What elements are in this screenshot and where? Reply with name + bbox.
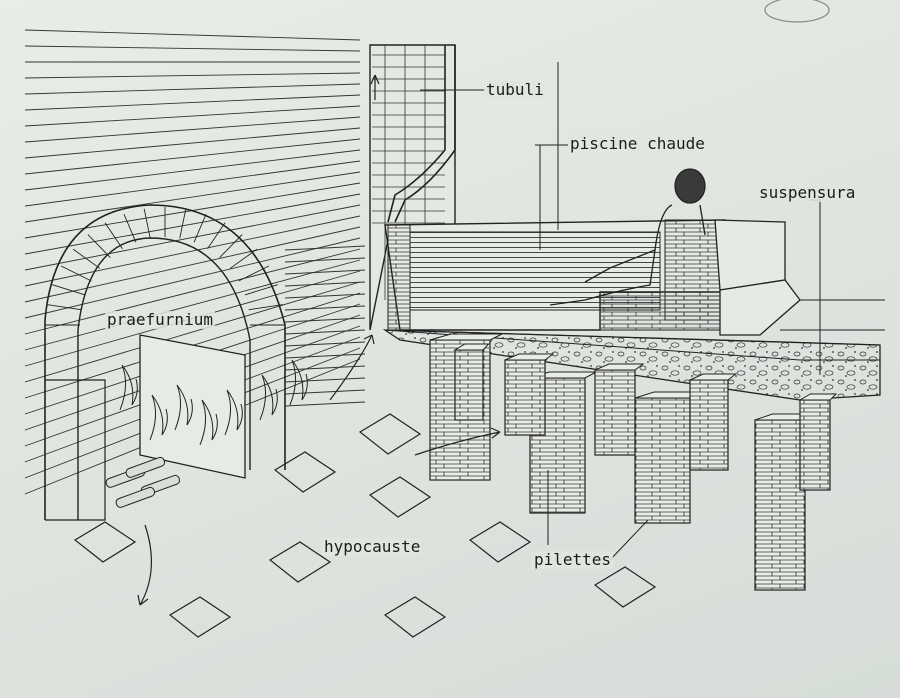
label-pilettes: pilettes bbox=[532, 550, 614, 569]
label-tubuli: tubuli bbox=[484, 80, 546, 99]
label-suspensura: suspensura bbox=[757, 183, 858, 202]
label-piscine-chaude: piscine chaude bbox=[568, 134, 707, 153]
tubuli-wall bbox=[369, 44, 456, 331]
praefurnium-firebox bbox=[105, 334, 308, 508]
furnace-arch bbox=[44, 204, 286, 521]
corner-mark bbox=[764, 0, 830, 23]
bather-figure bbox=[549, 168, 706, 306]
label-praefurnium: praefurnium bbox=[105, 310, 215, 329]
airflow-arrows bbox=[137, 74, 501, 606]
label-hypocauste: hypocauste bbox=[322, 537, 423, 556]
floor-tiles bbox=[73, 413, 657, 638]
hot-pool bbox=[384, 219, 801, 336]
pilettes-stacks bbox=[429, 333, 838, 591]
